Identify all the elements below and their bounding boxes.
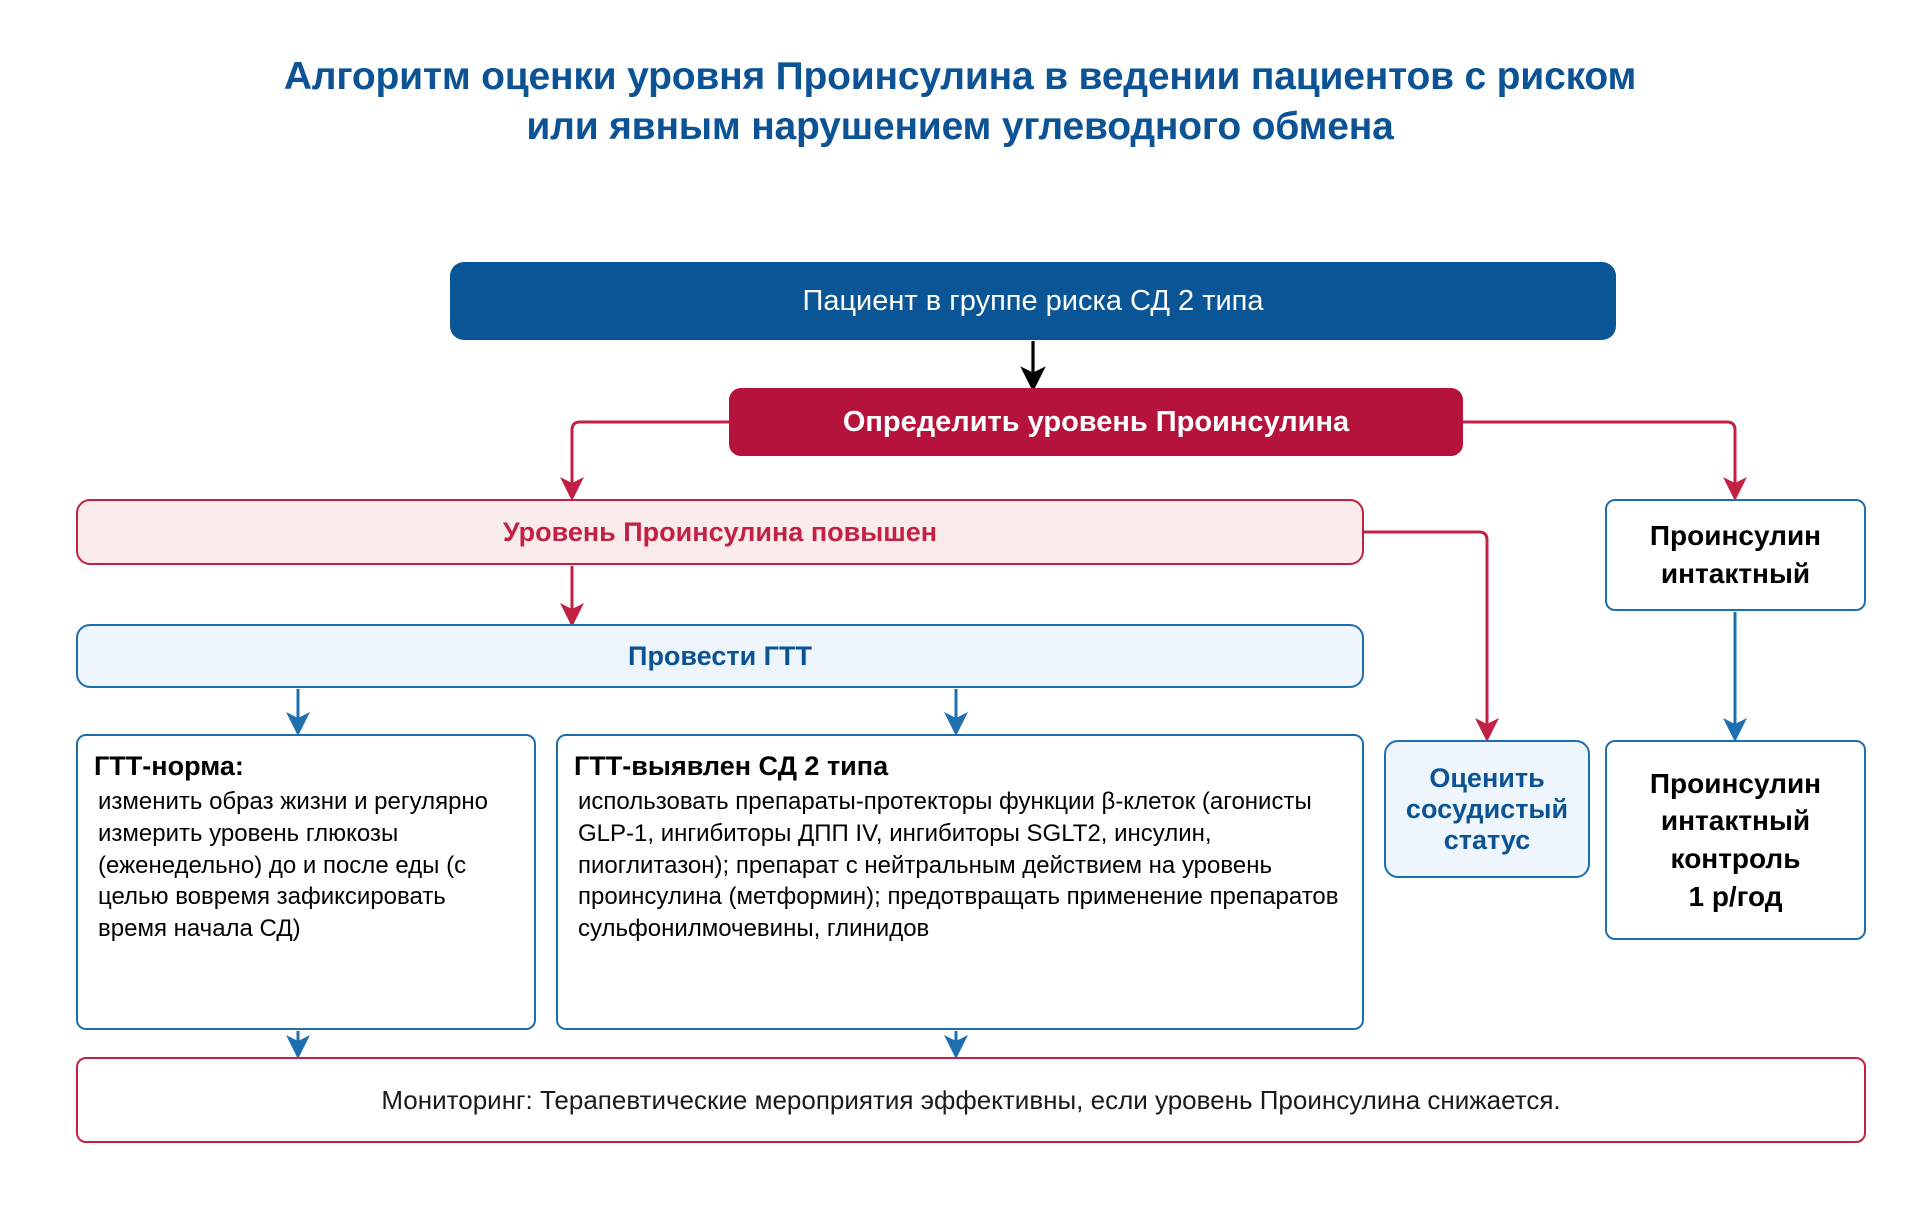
- node-ogtt-diabetes-detected[interactable]: ГТТ-выявлен СД 2 типа использовать препа…: [556, 734, 1364, 1030]
- connector-determine-to-intact: [1463, 420, 1747, 501]
- node-proinsulin-elevated-label: Уровень Проинсулина повышен: [502, 516, 938, 547]
- page-title-line-2: или явным нарушением углеводного обмена: [526, 104, 1394, 148]
- node-ogtt-normal[interactable]: ГТТ-норма: изменить образ жизни и регуля…: [76, 734, 536, 1030]
- node-patient-at-risk-label: Пациент в группе риска СД 2 типа: [802, 284, 1264, 317]
- page-title: Алгоритм оценки уровня Проинсулина в вед…: [160, 52, 1760, 152]
- node-monitoring[interactable]: Мониторинг: Терапевтические мероприятия …: [76, 1057, 1866, 1143]
- connector-determine-to-elevated: [560, 420, 729, 501]
- node-ogtt-diabetes-detected-body: использовать препараты-протекторы функци…: [578, 787, 1339, 943]
- node-ogtt-normal-body: изменить образ жизни и регулярно измерит…: [98, 787, 489, 943]
- node-determine-proinsulin-label: Определить уровень Проинсулина: [842, 405, 1350, 438]
- node-monitoring-label: Мониторинг: Терапевтические мероприятия …: [381, 1084, 1561, 1115]
- node-ogtt-normal-header: ГТТ-норма:: [94, 751, 244, 781]
- node-patient-at-risk[interactable]: Пациент в группе риска СД 2 типа: [450, 262, 1616, 340]
- node-determine-proinsulin[interactable]: Определить уровень Проинсулина: [729, 388, 1463, 456]
- node-perform-ogtt-label: Провести ГТТ: [628, 640, 812, 671]
- node-proinsulin-elevated[interactable]: Уровень Проинсулина повышен: [76, 499, 1364, 565]
- page-title-line-1: Алгоритм оценки уровня Проинсулина в вед…: [283, 55, 1637, 98]
- connector-elevated-to-vascular: [1364, 530, 1499, 742]
- node-perform-ogtt[interactable]: Провести ГТТ: [76, 624, 1364, 688]
- node-ogtt-diabetes-detected-header: ГТТ-выявлен СД 2 типа: [574, 751, 889, 781]
